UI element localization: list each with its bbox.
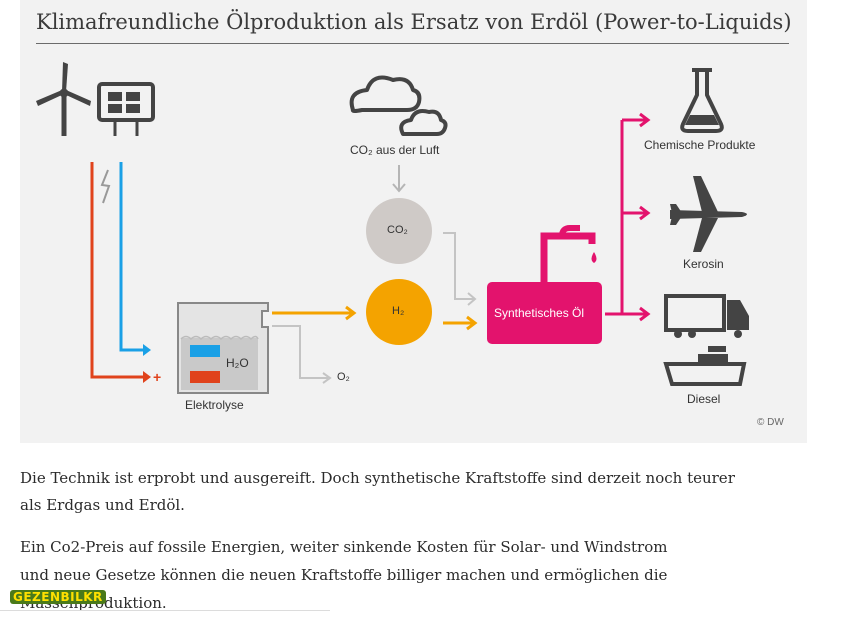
co2-circle xyxy=(366,198,432,264)
diagram-graphics xyxy=(36,62,749,394)
plus-sign: + xyxy=(153,369,162,385)
h2-circle xyxy=(366,279,432,345)
o2-flow-arrow xyxy=(272,325,332,384)
watermark-logo: GEZENBILKR xyxy=(10,590,106,604)
wind-turbine-icon xyxy=(36,62,91,136)
ship-icon xyxy=(663,346,747,386)
o2-label: O₂ xyxy=(337,371,350,383)
co2-circle-label: CO₂ xyxy=(387,224,408,236)
electrolysis-label: Elektrolyse xyxy=(185,398,244,412)
minus-sign: - xyxy=(143,342,148,358)
diesel-label: Diesel xyxy=(687,392,721,406)
diagram-title: Klimafreundliche Ölproduktion als Ersatz… xyxy=(36,10,792,34)
paragraph-2-line-1: Ein Co2-Preis auf fossile Energien, weit… xyxy=(20,538,668,556)
oil-tank-icon xyxy=(487,225,602,344)
synthetic-oil-label: Synthetisches Öl xyxy=(494,306,585,320)
copyright-label: © DW xyxy=(757,417,784,428)
solar-panel-icon xyxy=(97,82,155,136)
cloud-icon xyxy=(349,75,448,136)
co2-air-label: CO₂ aus der Luft xyxy=(350,143,440,157)
h2-circle-label: H₂ xyxy=(392,305,405,317)
co2-to-oil-arrow xyxy=(443,232,477,306)
truck-icon xyxy=(664,294,749,338)
kerosene-label: Kerosin xyxy=(683,257,724,271)
co2-down-arrow xyxy=(392,165,406,193)
bottom-divider xyxy=(0,610,330,619)
output-arrows xyxy=(605,112,651,322)
power-lines xyxy=(90,162,151,383)
airplane-icon xyxy=(670,176,747,252)
lightning-icon xyxy=(100,169,111,204)
h2-flow-arrow xyxy=(272,305,357,321)
flask-icon xyxy=(680,68,724,133)
h2o-label: H₂O xyxy=(226,356,249,370)
electrolysis-box xyxy=(177,302,269,394)
h2-to-oil-arrow xyxy=(443,315,478,331)
paragraph-1-line-2: als Erdgas und Erdöl. xyxy=(20,496,185,514)
title-divider xyxy=(36,43,789,44)
chemicals-label: Chemische Produkte xyxy=(644,138,756,152)
paragraph-1-line-1: Die Technik ist erprobt und ausgereift. … xyxy=(20,469,735,487)
paragraph-2-line-2: und neue Gesetze können die neuen Krafts… xyxy=(20,566,668,584)
